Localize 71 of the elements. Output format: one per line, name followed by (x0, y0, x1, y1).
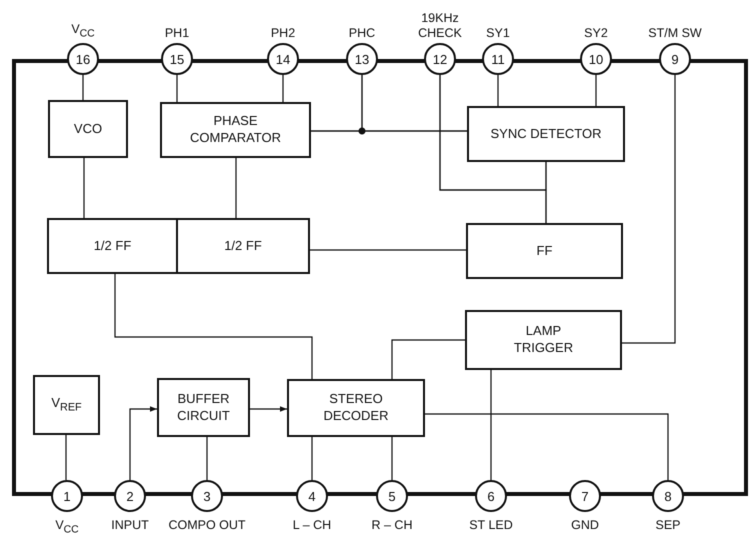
connection-line (622, 75, 676, 344)
pin-name: PH1 (164, 26, 190, 40)
block-label: SYNC DETECTOR (490, 126, 602, 142)
connection-line (310, 249, 466, 251)
connection-line (439, 75, 547, 191)
pin-circle: 10 (580, 43, 612, 75)
connection-line (235, 158, 237, 218)
function-block (466, 223, 623, 279)
arrow (250, 406, 287, 412)
function-block (47, 218, 178, 274)
connection-line (311, 437, 313, 480)
pin-circle: 13 (346, 43, 378, 75)
function-block (157, 378, 250, 437)
pin-circle: 4 (296, 480, 328, 512)
pin-name: GND (570, 518, 600, 532)
function-block (465, 310, 622, 370)
pin-circle: 7 (569, 480, 601, 512)
pin-circle: 1 (51, 480, 83, 512)
connection-line (391, 437, 393, 480)
block-label: LAMP TRIGGER (512, 323, 574, 357)
connection-line (83, 158, 85, 218)
pin-name: SEP (654, 518, 682, 532)
pin-circle: 3 (191, 480, 223, 512)
pin-circle: 5 (376, 480, 408, 512)
block-label: VCO (74, 120, 102, 138)
pin-circle: 14 (267, 43, 299, 75)
block-label: STEREO DECODER (322, 391, 390, 425)
block-label: FF (536, 242, 552, 260)
arrow (129, 406, 157, 480)
pin-name: V$_{CC}$ (54, 518, 80, 536)
block-label: PHASE COMPARATOR (188, 113, 282, 147)
connection-line (595, 75, 597, 106)
block-label: 1/2 FF (94, 238, 132, 254)
pin-circle: 16 (67, 43, 99, 75)
block-label: V$_{REF}$ (51, 395, 82, 415)
connection-line (65, 435, 67, 480)
pin-name: PHC (348, 26, 376, 40)
function-block (176, 218, 310, 274)
block-label: 1/2 FF (224, 238, 262, 254)
connection-line (206, 437, 208, 480)
connection-line (391, 339, 465, 379)
connection-line (311, 130, 467, 132)
function-block (33, 375, 100, 435)
pin-circle: 8 (652, 480, 684, 512)
pin-name: SY2 (583, 26, 609, 40)
connection-line (114, 274, 313, 379)
connection-line (282, 75, 284, 102)
pin-circle: 2 (114, 480, 146, 512)
pin-circle: 11 (482, 43, 514, 75)
pin-circle: 9 (659, 43, 691, 75)
connection-line (490, 370, 492, 480)
pin-name: L – CH (292, 518, 332, 532)
pin-circle: 12 (424, 43, 456, 75)
function-block (48, 100, 128, 158)
pin-name: COMPO OUT (167, 518, 247, 532)
pin-circle: 15 (161, 43, 193, 75)
connection-line (82, 75, 84, 100)
connection-line (176, 75, 178, 102)
function-block (287, 379, 425, 437)
pin-name: V$_{CC}$ (70, 22, 96, 40)
pin-circle: 6 (475, 480, 507, 512)
pin-name: 19KHz CHECK (417, 11, 463, 40)
function-block (467, 106, 625, 162)
block-label: BUFFER CIRCUIT (176, 390, 231, 424)
pin-name: ST LED (468, 518, 514, 532)
function-block (160, 102, 311, 158)
pin-name: ST/M SW (647, 26, 703, 40)
connection-line (497, 75, 499, 106)
pin-name: PH2 (270, 26, 296, 40)
pin-name: R – CH (370, 518, 414, 532)
connection-line (425, 413, 669, 480)
